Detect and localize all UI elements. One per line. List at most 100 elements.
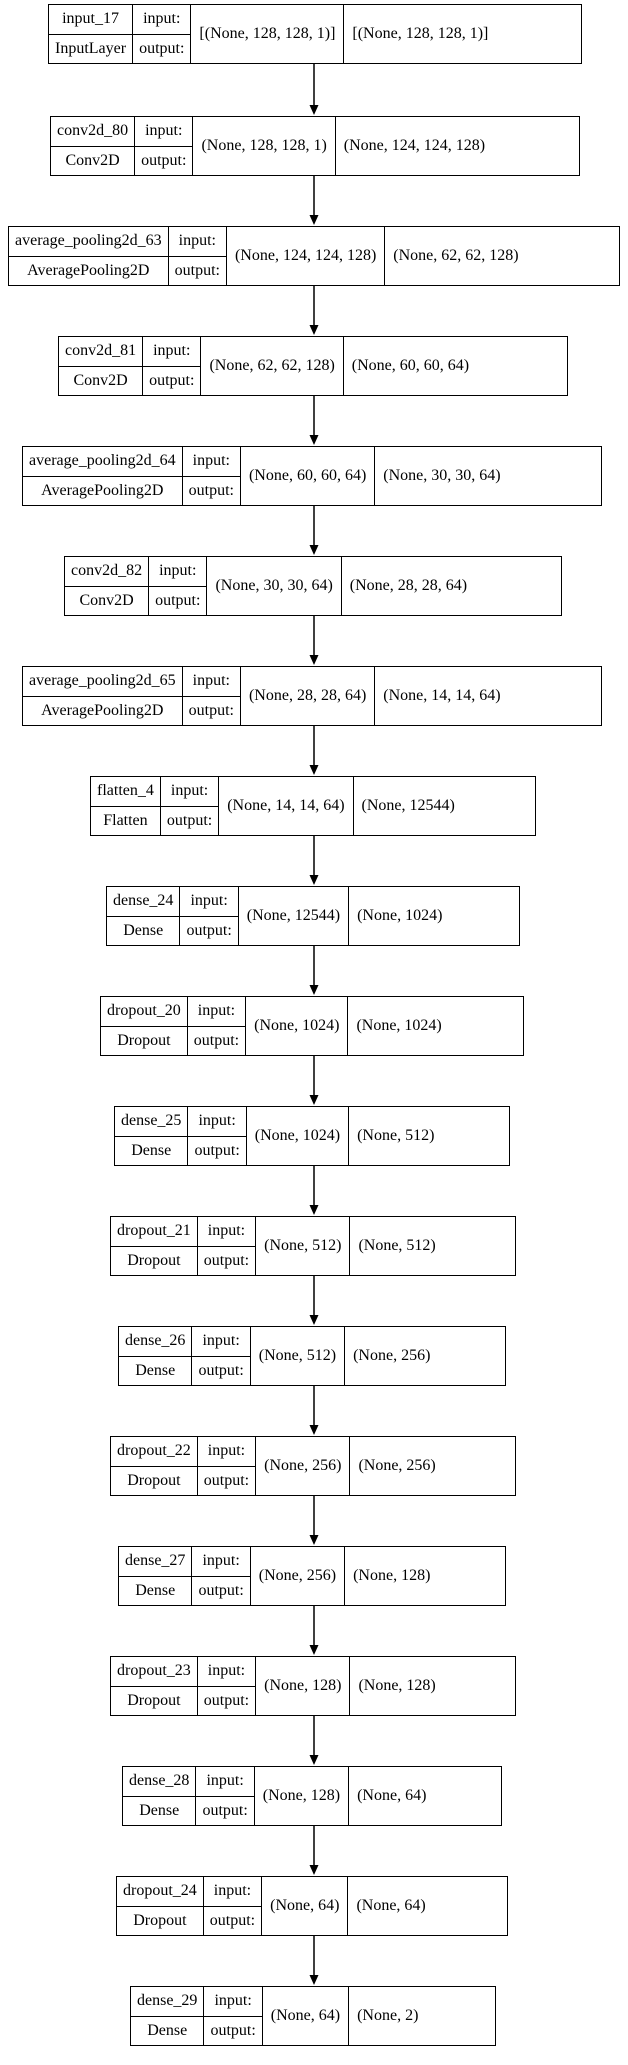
input-label: input: [182,667,240,697]
input-label: input: [197,1217,256,1247]
output-label: output: [203,1471,250,1489]
layer-name: dropout_23 [111,1657,197,1687]
layer-name-cell: average_pooling2d_65 AveragePooling2D [23,667,183,725]
io-label-cell: input: output: [180,887,239,945]
output-shape: (None, 30, 30, 64) [383,467,501,484]
io-label-cell: input: output: [149,557,208,615]
input-shape: (None, 1024) [246,997,349,1055]
arrowhead-icon [309,1425,319,1435]
layer-node-dropout_21: dropout_21 Dropout input: output: (None,… [110,1216,516,1276]
input-label: input: [168,227,226,257]
layer-name-cell: dropout_23 Dropout [111,1657,198,1715]
output-label: output: [203,1251,250,1269]
input-label: input: [203,1877,262,1907]
arrowhead-icon [309,875,319,885]
layer-node-average_pooling2d_63: average_pooling2d_63 AveragePooling2D in… [8,226,620,286]
layer-type: Dense [139,1801,180,1819]
layer-type: Conv2D [65,151,120,169]
output-shape: [(None, 128, 128, 1)] [352,25,489,42]
input-shape: (None, 256) [251,1547,346,1605]
layer-name-cell: dense_25 Dense [115,1107,189,1165]
output-label: output: [209,1911,256,1929]
output-shape: (None, 256) [358,1457,436,1474]
layer-name: average_pooling2d_63 [9,227,168,257]
input-shape: (None, 64) [262,1877,349,1935]
output-label: output: [210,2021,256,2039]
input-shape: (None, 1024) [247,1107,350,1165]
layer-name-cell: input_17 InputLayer [49,5,134,63]
layer-node-input_17: input_17 InputLayer input: output: [(Non… [48,4,582,64]
layer-name: dropout_21 [111,1217,197,1247]
input-shape: (None, 62, 62, 128) [201,337,344,395]
layer-type: Flatten [103,811,148,829]
layer-node-conv2d_81: conv2d_81 Conv2D input: output: (None, 6… [58,336,568,396]
layer-type: Dense [135,1361,176,1379]
layer-node-dense_26: dense_26 Dense input: output: (None, 512… [118,1326,506,1386]
io-label-cell: input: output: [133,5,192,63]
layer-node-conv2d_82: conv2d_82 Conv2D input: output: (None, 3… [64,556,562,616]
layer-name-cell: dropout_21 Dropout [111,1217,198,1275]
layer-name: input_17 [49,5,133,35]
layer-node-average_pooling2d_65: average_pooling2d_65 AveragePooling2D in… [22,666,602,726]
input-shape: (None, 124, 124, 128) [227,227,386,285]
layer-type: Dense [147,2021,188,2039]
layer-node-dropout_20: dropout_20 Dropout input: output: (None,… [100,996,524,1056]
output-label: output: [166,811,213,829]
input-label: input: [196,1767,254,1797]
io-label-cell: input: output: [192,1547,251,1605]
io-label-cell: input: output: [135,117,194,175]
layer-node-dropout_24: dropout_24 Dropout input: output: (None,… [116,1876,508,1936]
layer-type: Conv2D [73,371,128,389]
layer-name: average_pooling2d_65 [23,667,182,697]
layer-type: Dense [123,921,164,939]
layer-name-cell: dropout_24 Dropout [117,1877,204,1935]
layer-node-dense_29: dense_29 Dense input: output: (None, 64)… [130,1986,496,2046]
output-shape: (None, 1024) [356,1017,442,1034]
output-label: output: [203,1691,250,1709]
output-label: output: [155,591,201,609]
input-label: input: [149,557,207,587]
output-shape: (None, 2) [357,2007,419,2024]
input-shape: (None, 256) [256,1437,351,1495]
io-label-cell: input: output: [160,777,220,835]
input-label: input: [187,997,246,1027]
input-shape: (None, 60, 60, 64) [241,447,376,505]
layer-name: dropout_20 [101,997,187,1027]
layer-type: Dropout [127,1691,181,1709]
output-label: output: [174,261,220,279]
layer-type: AveragePooling2D [41,701,164,719]
output-label: output: [139,39,185,57]
arrowhead-icon [309,1095,319,1105]
input-shape: (None, 512) [251,1327,346,1385]
input-label: input: [133,5,191,35]
input-shape: (None, 64) [263,1987,350,2045]
layer-name-cell: dense_27 Dense [119,1547,193,1605]
layer-type: AveragePooling2D [27,261,150,279]
output-shape: (None, 128) [353,1567,431,1584]
input-shape: (None, 512) [256,1217,351,1275]
arrowhead-icon [309,325,319,335]
output-label: output: [188,701,234,719]
input-label: input: [180,887,238,917]
output-shape: (None, 64) [357,1787,427,1804]
output-label: output: [194,1141,240,1159]
layer-type: Dropout [133,1911,187,1929]
layer-node-dropout_23: dropout_23 Dropout input: output: (None,… [110,1656,516,1716]
output-shape: (None, 124, 124, 128) [343,137,486,154]
layer-type: AveragePooling2D [41,481,164,499]
layer-type: InputLayer [55,39,127,57]
layer-name-cell: average_pooling2d_64 AveragePooling2D [23,447,183,505]
output-label: output: [186,921,232,939]
io-label-cell: input: output: [143,337,202,395]
io-label-cell: input: output: [204,1987,263,2045]
layer-node-dense_27: dense_27 Dense input: output: (None, 256… [118,1546,506,1606]
arrowhead-icon [309,1535,319,1545]
layer-name-cell: dense_28 Dense [123,1767,197,1825]
input-label: input: [135,117,193,147]
layer-node-dense_24: dense_24 Dense input: output: (None, 125… [106,886,520,946]
input-shape: [(None, 128, 128, 1)] [191,5,345,63]
arrowhead-icon [309,1315,319,1325]
input-label: input: [197,1657,256,1687]
io-label-cell: input: output: [196,1767,255,1825]
input-shape: (None, 12544) [239,887,350,945]
